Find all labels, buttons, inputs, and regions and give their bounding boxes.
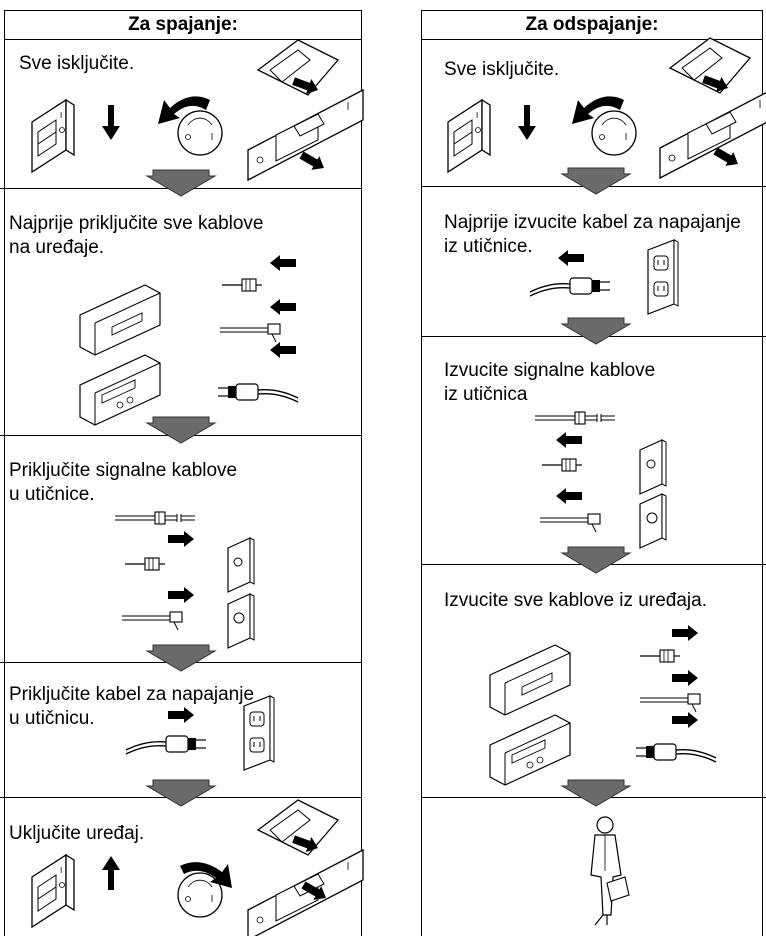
connect-step-1-text: Sve isključite. [19, 53, 135, 74]
arrow-up-icon [102, 856, 120, 890]
outlet-icon [639, 493, 667, 549]
rocker-switch-icon [659, 37, 766, 179]
step-arrow-icon [146, 779, 216, 807]
dual-outlet-icon [647, 239, 679, 315]
power-plug-icon [529, 277, 611, 297]
rotate-ccw-icon [572, 96, 624, 124]
connect-step-3-text: Priključite signalne kablove u utičnice. [9, 460, 238, 505]
power-plug-icon [217, 383, 299, 403]
knob-icon [591, 110, 637, 156]
step-arrow-icon [561, 167, 631, 195]
devices-icon [489, 644, 571, 786]
connect-panel: Za spajanje: [4, 10, 362, 936]
disconnect-step-1-text: Sve isključite. [444, 59, 560, 80]
knob-icon [177, 110, 223, 156]
step-arrow-icon [146, 416, 216, 444]
connect-step-5-text: Uključite uređaj. [9, 823, 145, 844]
devices-icon [79, 284, 161, 426]
connect-panel-title: Za spajanje: [5, 11, 361, 40]
rocker-switch-icon [247, 799, 364, 936]
step-arrow-icon [146, 169, 216, 197]
disconnect-step-3-text: Izvucite signalne kablove iz utičnica [444, 360, 656, 405]
disconnect-panel-title: Za odspajanje: [422, 11, 762, 40]
step-arrow-icon [561, 779, 631, 807]
switch-on-icon [31, 854, 75, 928]
disconnect-panel: Za odspajanje: [421, 10, 763, 936]
dual-outlet-icon [243, 695, 275, 771]
power-plug-icon [635, 743, 717, 763]
outlet-icon [227, 593, 255, 649]
switch-off-icon [447, 99, 491, 173]
connect-step-2-text: Najprije priključite sve kablove na uređ… [9, 213, 264, 258]
disconnect-step-4-text: Izvucite sve kablove iz uređaja. [444, 590, 707, 611]
rotate-cw-icon [180, 862, 232, 888]
step-arrow-icon [146, 644, 216, 672]
disconnect-step-2-text: Najprije izvucite kabel za napajanje iz … [444, 212, 741, 257]
step-arrow-icon [561, 546, 631, 574]
power-plug-icon [125, 735, 207, 755]
arrow-down-icon [102, 105, 120, 140]
step-arrow-icon [561, 317, 631, 345]
switch-off-icon [31, 99, 75, 173]
person-leaving-icon [590, 816, 630, 926]
rotate-ccw-icon [158, 96, 210, 124]
arrow-down-icon [518, 105, 536, 140]
connect-step-4-text: Priključite kabel za napajanje u utičnic… [9, 684, 255, 729]
